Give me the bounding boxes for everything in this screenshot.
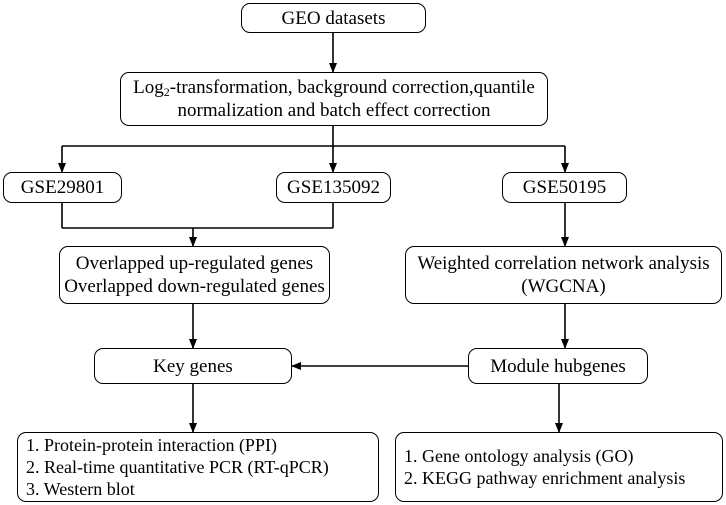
node-preprocessing-line2: normalization and batch effect correctio… [177,100,491,121]
node-enrichment: 1. Gene ontology analysis (GO) 2. KEGG p… [395,432,723,502]
node-wgcna-line2: (WGCNA) [521,276,606,297]
node-gse29801: GSE29801 [3,172,122,203]
node-preprocessing-line1-post: -transformation, background correction,q… [169,77,535,98]
node-geo-datasets: GEO datasets [241,3,426,33]
node-key-genes-label: Key genes [153,355,233,377]
node-gse135092: GSE135092 [276,172,391,203]
node-preprocessing: Log2-transformation, background correcti… [120,72,548,126]
node-key-genes: Key genes [94,348,292,384]
node-preprocessing-line1: Log2-transformation, background correcti… [133,76,535,99]
node-gse50195: GSE50195 [502,172,627,203]
node-gse29801-label: GSE29801 [20,177,105,198]
node-overlapped-genes-line1: Overlapped up-regulated genes [75,253,314,274]
node-gse135092-label: GSE135092 [287,177,380,198]
node-enrichment-item-1: 1. Gene ontology analysis (GO) [404,446,634,466]
node-validation: 1. Protein-protein interaction (PPI) 2. … [17,432,379,502]
node-module-hubgenes: Module hubgenes [468,348,648,384]
node-preprocessing-line1-pre: Log [133,77,164,98]
node-validation-item-1: 1. Protein-protein interaction (PPI) [26,435,277,455]
node-gse50195-label: GSE50195 [522,177,607,198]
node-enrichment-item-2: 2. KEGG pathway enrichment analysis [404,468,686,488]
node-wgcna: Weighted correlation network analysis (W… [405,246,722,304]
node-module-hubgenes-label: Module hubgenes [490,355,626,377]
node-validation-item-3: 3. Western blot [26,479,135,499]
node-wgcna-line1: Weighted correlation network analysis [417,253,710,274]
node-preprocessing-line1-sub: 2 [163,85,170,99]
node-validation-item-2: 2. Real-time quantitative PCR (RT-qPCR) [26,457,329,477]
node-overlapped-genes: Overlapped up-regulated genes Overlapped… [59,246,330,304]
node-geo-datasets-label: GEO datasets [281,7,386,29]
node-overlapped-genes-line2: Overlapped down-regulated genes [64,276,325,297]
